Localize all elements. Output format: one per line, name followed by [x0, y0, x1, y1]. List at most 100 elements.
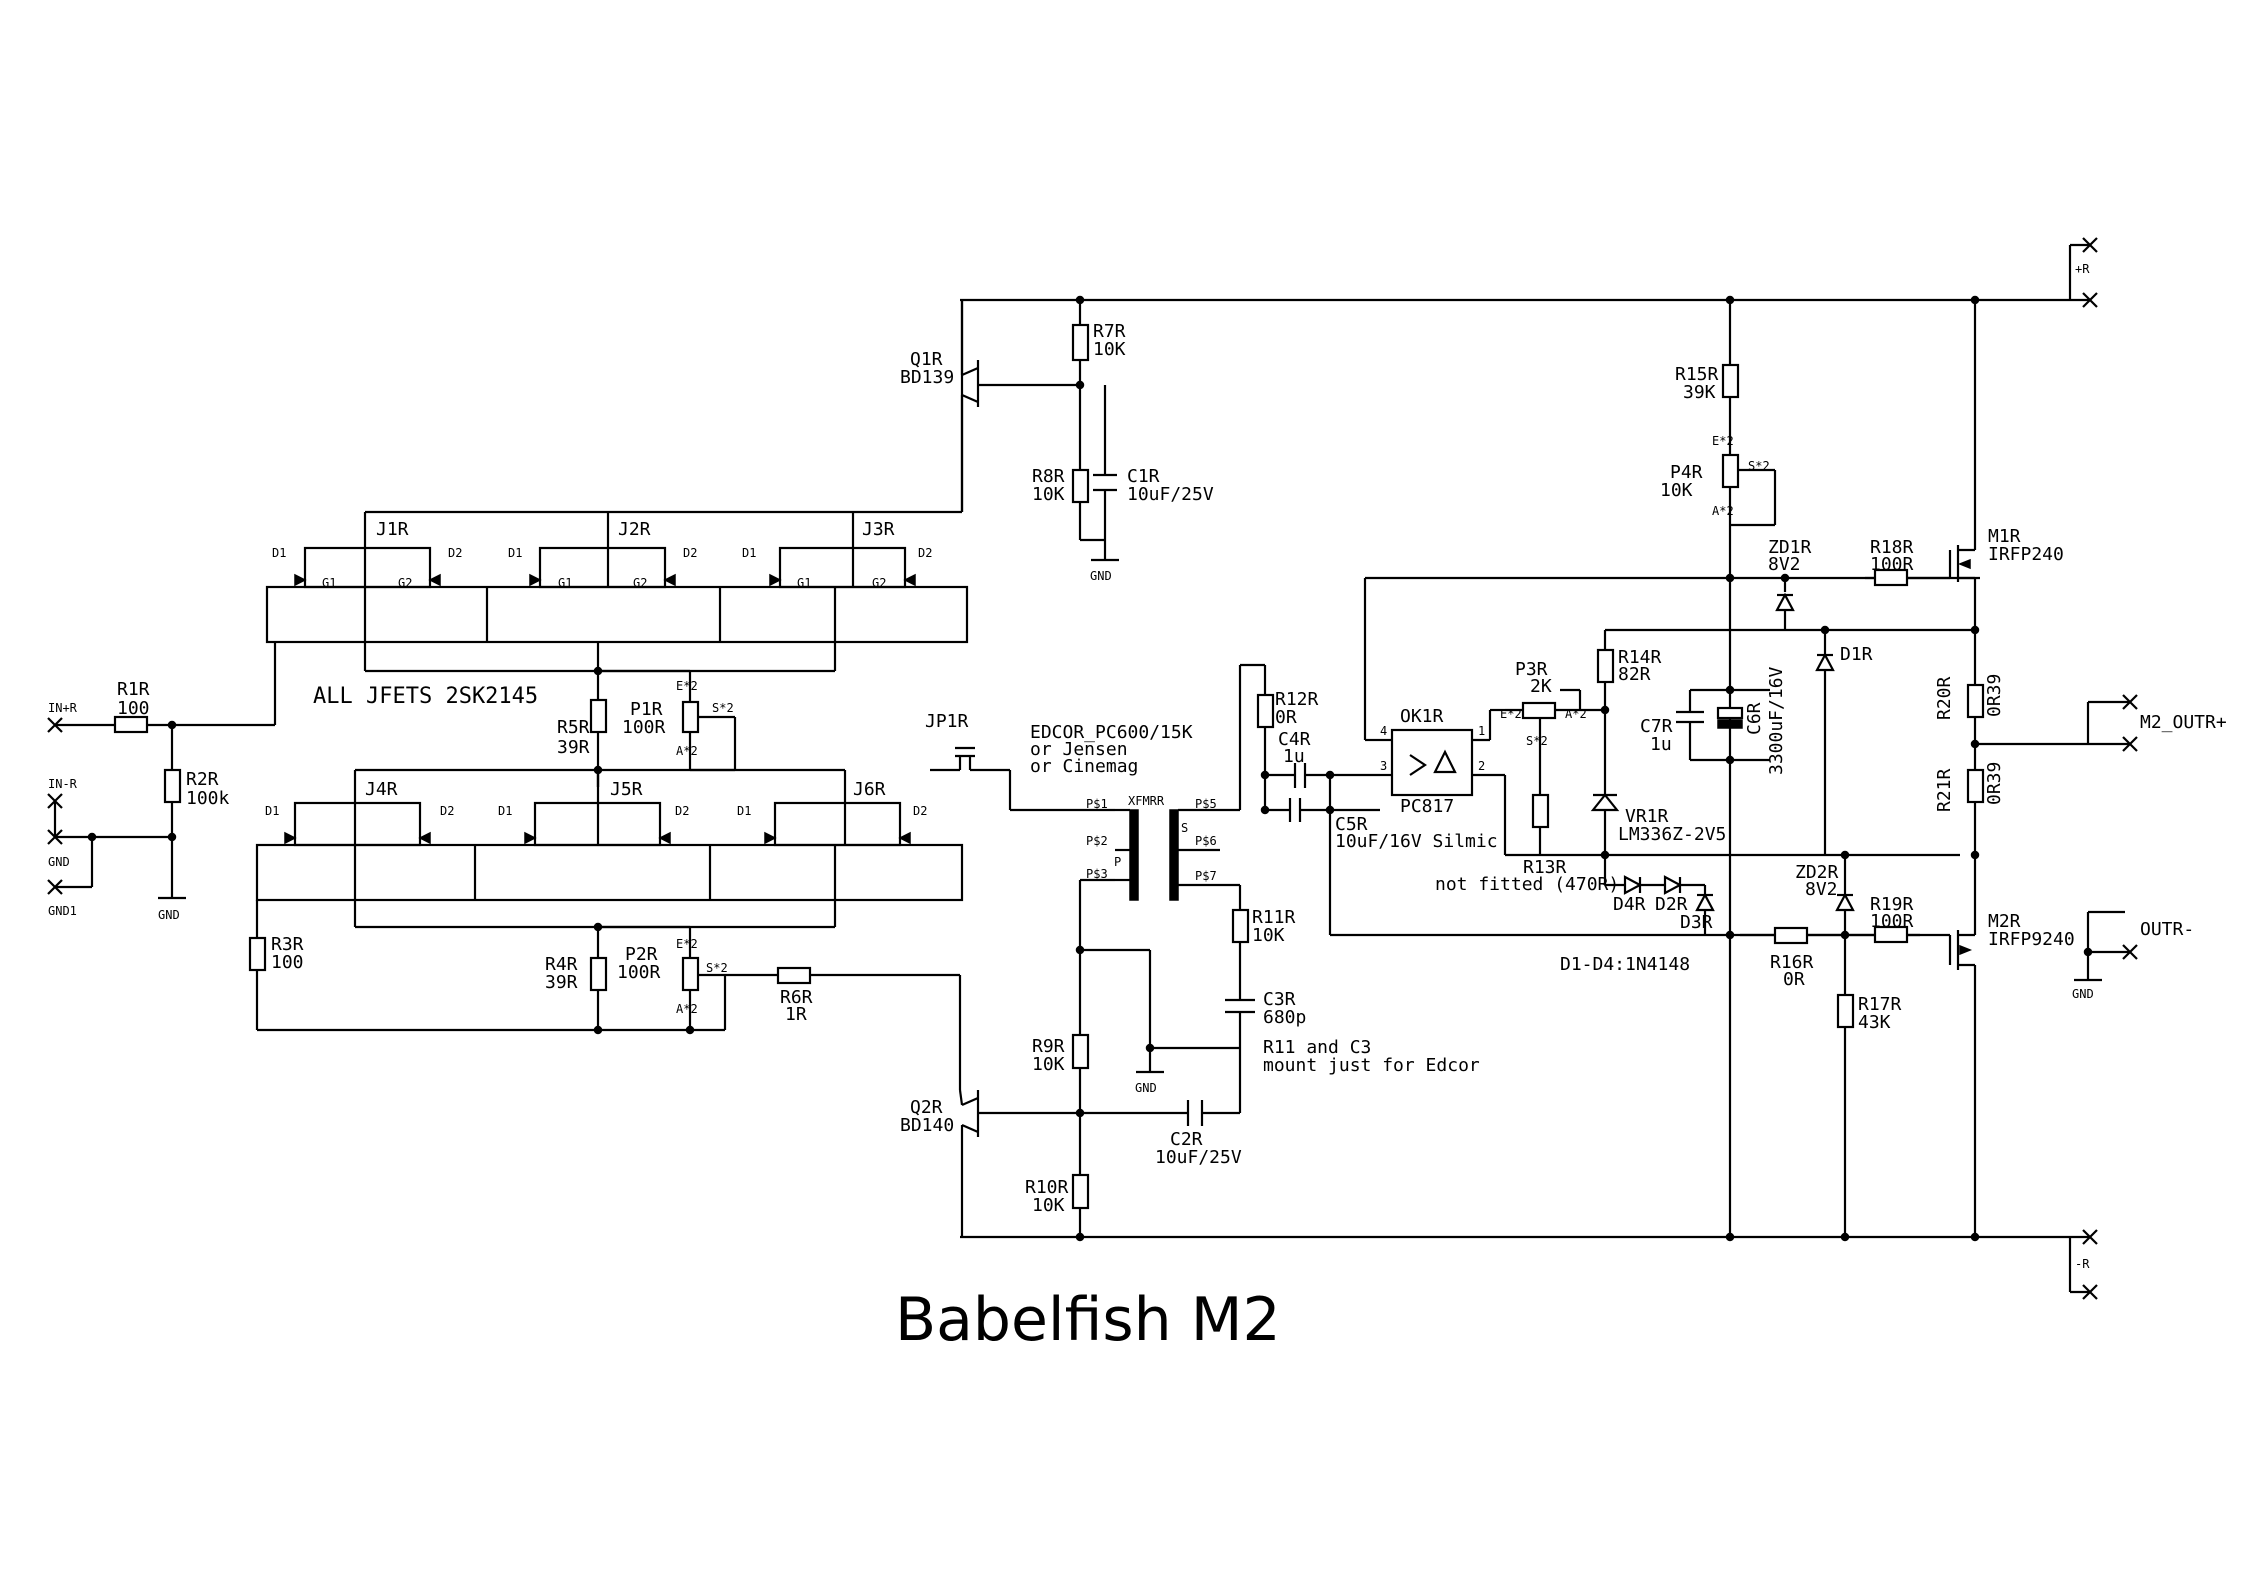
label-j1r: J1R — [376, 519, 409, 540]
value-q1r: BD139 — [900, 367, 954, 388]
label-r5r: R5R — [557, 717, 590, 738]
pin-xf-p5: P$5 — [1195, 797, 1217, 811]
pin-g2-j2: G2 — [633, 576, 647, 590]
jfet-bank-top — [265, 300, 969, 725]
pin-xf-p6: P$6 — [1195, 834, 1217, 848]
value-r2r: 100k — [186, 788, 230, 809]
label-m1r: M1R — [1988, 526, 2021, 547]
label-r21r: R21R — [1934, 768, 1955, 812]
label-d1r: D1R — [1840, 644, 1873, 665]
jfet-j5r — [524, 801, 671, 847]
value-c3r: 680p — [1263, 1007, 1306, 1028]
supply-rails — [960, 243, 2090, 1294]
label-r7r: R7R — [1093, 321, 1126, 342]
label-r12r: R12R — [1275, 689, 1319, 710]
value-r16r: 0R — [1783, 969, 1805, 990]
label-j6r: J6R — [853, 779, 886, 800]
pin-p1-a: A*2 — [676, 744, 698, 758]
q2r-transistor — [958, 880, 1242, 1242]
value-r7r: 10K — [1093, 339, 1126, 360]
pin-d1-j6: D1 — [737, 804, 751, 818]
value-p2r: 100R — [617, 962, 661, 983]
pin-p2-e: E*2 — [676, 937, 698, 951]
pin-d2-j3: D2 — [918, 546, 932, 560]
jfet-j4r — [284, 801, 431, 847]
q1r-transistor — [960, 295, 1119, 562]
jp1r-jumper — [930, 746, 1115, 812]
pin-p1-e: E*2 — [676, 679, 698, 693]
value-r17r: 43K — [1858, 1012, 1891, 1033]
label-j5r: J5R — [610, 779, 643, 800]
note-jfets: ALL JFETS 2SK2145 — [313, 684, 538, 709]
note-transformer-3: or Cinemag — [1030, 756, 1138, 777]
xfmr-transformer — [1080, 663, 1275, 1074]
pin-d2-j1: D2 — [448, 546, 462, 560]
label-r16r: R16R — [1770, 952, 1814, 973]
pin-d2-j4: D2 — [440, 804, 454, 818]
value-p4r: 10K — [1660, 480, 1693, 501]
pin-p3-e: E*2 — [1500, 707, 1522, 721]
value-vr1r: LM336Z-2V5 — [1618, 824, 1726, 845]
label-d3r: D3R — [1680, 912, 1713, 933]
jfet-j1r — [294, 546, 441, 589]
value-c4r: 1u — [1283, 746, 1305, 767]
value-r12r: 0R — [1275, 707, 1297, 728]
label-gnd-c1: GND — [1090, 569, 1112, 583]
pin-d1-j1: D1 — [272, 546, 286, 560]
label-r6r: R6R — [780, 987, 813, 1008]
label-zd2r: ZD2R — [1795, 862, 1839, 883]
pin-g1-j2: G1 — [558, 576, 572, 590]
label-r11r: R11R — [1252, 907, 1296, 928]
jfet-j6r — [764, 801, 911, 847]
mosfet-m1r — [1948, 295, 1980, 685]
pin-d1-j3: D1 — [742, 546, 756, 560]
label-r19r: R19R — [1870, 894, 1914, 915]
regulator-section — [1505, 628, 1975, 860]
pin-ok-2: 2 — [1478, 759, 1485, 773]
label-gnd-r2: GND — [158, 908, 180, 922]
value-m2r: IRFP9240 — [1988, 929, 2075, 950]
label-c2r: C2R — [1170, 1129, 1203, 1150]
page-title: Babelfish M2 — [895, 1285, 1281, 1355]
label-c5r: C5R — [1335, 814, 1368, 835]
pin-p2-a: A*2 — [676, 1002, 698, 1016]
label-vr1r: VR1R — [1625, 806, 1669, 827]
label-p4r: P4R — [1670, 462, 1703, 483]
note-transformer-2: or Jensen — [1030, 739, 1128, 760]
label-r14r: R14R — [1618, 647, 1662, 668]
label-ok1r: OK1R — [1400, 706, 1444, 727]
pin-p2-s: S*2 — [706, 961, 728, 975]
label-p3r: P3R — [1515, 659, 1548, 680]
pin-p4-e: E*2 — [1712, 434, 1734, 448]
pin-d1-j2: D1 — [508, 546, 522, 560]
label-xfmr: XFMRR — [1128, 794, 1165, 808]
label-m2r: M2R — [1988, 911, 2021, 932]
label-c1r: C1R — [1127, 466, 1160, 487]
value-c2r: 10uF/25V — [1155, 1147, 1242, 1168]
value-r4r: 39R — [545, 972, 578, 993]
pin-p4-a: A*2 — [1712, 504, 1734, 518]
label-r10r: R10R — [1025, 1177, 1069, 1198]
note-edcor-1: R11 and C3 — [1263, 1037, 1371, 1058]
pin-p3-a: A*2 — [1565, 707, 1587, 721]
value-q2r: BD140 — [900, 1115, 954, 1136]
note-r13r: not fitted (470R) — [1435, 874, 1619, 895]
pin-p4-s: S*2 — [1748, 459, 1770, 473]
label-gnd-port: GND — [48, 855, 70, 869]
value-r9r: 10K — [1032, 1054, 1065, 1075]
label-in-minus: IN-R — [48, 777, 78, 791]
pin-g1-j1: G1 — [322, 576, 336, 590]
pin-xf-p3: P$3 — [1086, 867, 1108, 881]
value-r19r: 100R — [1870, 911, 1914, 932]
value-ok1r: PC817 — [1400, 796, 1454, 817]
note-edcor-2: mount just for Edcor — [1263, 1055, 1480, 1076]
label-out-minus: OUTR- — [2140, 919, 2194, 940]
label-c4r: C4R — [1278, 729, 1311, 750]
value-r15r: 39K — [1683, 382, 1716, 403]
bias-network-bottom — [589, 922, 962, 1090]
label-r1r: R1R — [117, 679, 150, 700]
pin-xf-p1: P$1 — [1086, 797, 1108, 811]
label-j4r: J4R — [365, 779, 398, 800]
value-m1r: IRFP240 — [1988, 544, 2064, 565]
value-c5r: 10uF/16V Silmic — [1335, 831, 1498, 852]
